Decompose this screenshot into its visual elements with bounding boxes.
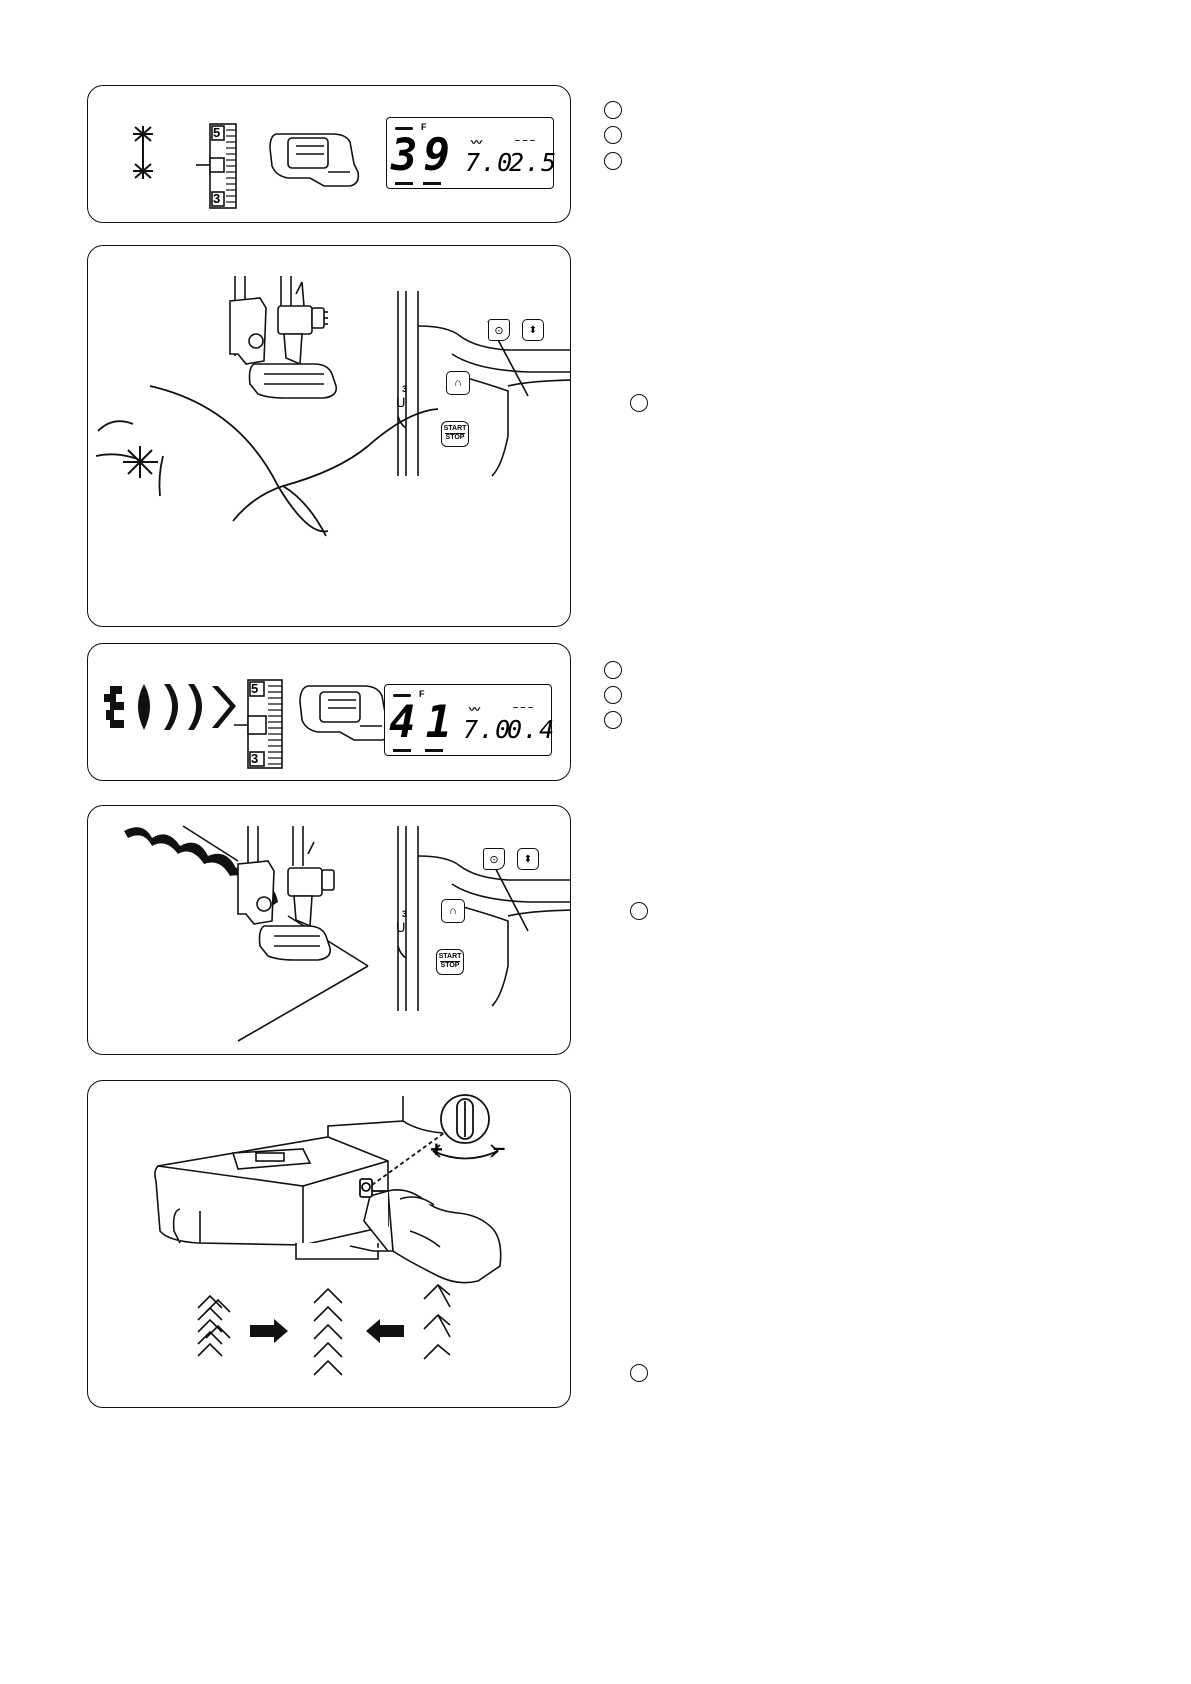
machine-panel-outline: [397, 291, 570, 477]
length-icon: – – –: [515, 135, 536, 145]
callout-circle: [630, 902, 648, 920]
lcd-length-value: 2.5: [509, 148, 558, 177]
panel5-drawing: [154, 1094, 502, 1376]
callout-circle: [604, 126, 622, 144]
sewing-illustration-panel-1: ⊙ ⬍ ∩ START STOP 3 ᑌ: [87, 245, 571, 627]
width-icon: 〰: [471, 137, 482, 149]
plus-sign: +: [430, 1137, 443, 1162]
length-icon: – – –: [513, 702, 534, 712]
satin-stitch-line: [124, 827, 278, 906]
start-label: START: [443, 425, 467, 432]
presser-foot-icon: [299, 685, 392, 741]
tension-max-label: 5: [251, 681, 259, 696]
stitch-settings-panel-41: 5 3 F 41 〰 – – – 7.0 0.4: [87, 643, 571, 781]
feed-balance-panel: + –: [87, 1080, 571, 1408]
presser-foot-icon: [269, 133, 360, 187]
star-stitch-mark: [123, 446, 158, 478]
up-down-arrow-icon: ⬍: [523, 853, 533, 865]
sewing-illustration-panel-2: ⊙ ⬍ ∩ START STOP 3 ᑌ: [87, 805, 571, 1055]
lcd-width-value: 7.0: [463, 715, 512, 744]
callout-circle: [630, 394, 648, 412]
callout-circle: [630, 1364, 648, 1382]
width-icon: 〰: [469, 704, 480, 716]
tension-min-label: 3: [251, 751, 259, 766]
lcd-underline-1: [393, 749, 411, 752]
reverse-button[interactable]: ∩: [446, 371, 470, 395]
reverse-button[interactable]: ∩: [441, 899, 465, 923]
stitch-settings-panel-39: 5 3 F 39 〰 – – – 7.0 2.5: [87, 85, 571, 223]
thread-indicator: [393, 694, 411, 697]
needle-position-button[interactable]: ⊙: [488, 319, 510, 341]
minus-sign: –: [493, 1135, 506, 1160]
u-turn-icon: ᑌ: [396, 920, 406, 935]
lcd-display: F 41 〰 – – – 7.0 0.4: [384, 684, 556, 756]
tension-min-label: 3: [213, 191, 221, 206]
up-down-arrow-icon: ⬍: [528, 324, 538, 336]
stop-label: STOP: [440, 961, 460, 969]
fabric-curves: [95, 385, 439, 537]
start-label: START: [438, 953, 462, 960]
callout-circle: [604, 686, 622, 704]
lcd-underline-2: [425, 749, 443, 752]
start-stop-button[interactable]: START STOP: [441, 421, 469, 447]
presser-foot-assembly-icon: [237, 826, 335, 961]
reverse-icon: ∩: [454, 377, 462, 389]
panel4-drawing: [124, 825, 570, 1042]
lcd-f-label: F: [421, 122, 427, 132]
callout-circle: [604, 152, 622, 170]
stitch-sample-too-open: [423, 1283, 451, 1360]
lcd-pattern-number: 39: [391, 130, 456, 181]
callout-circle: [604, 101, 622, 119]
up-down-button[interactable]: ⬍: [522, 319, 544, 341]
machine-free-arm-icon: [154, 1096, 444, 1260]
feed-balance-dial-icon: [359, 1094, 499, 1198]
thread-indicator: [395, 127, 413, 130]
lcd-display: F 39 〰 – – – 7.0 2.5: [386, 117, 558, 189]
lcd-f-label: F: [419, 689, 425, 699]
panel2-drawing: [95, 276, 570, 537]
u-turn-icon: ᑌ: [396, 395, 406, 410]
needle-position-icon: ⊙: [489, 853, 499, 866]
u-number-label: 3: [402, 909, 408, 919]
reverse-icon: ∩: [449, 905, 457, 917]
lcd-width-value: 7.0: [465, 148, 514, 177]
stitch-sample-balanced: [313, 1287, 343, 1376]
lcd-pattern-number: 41: [389, 697, 462, 748]
lcd-underline-1: [395, 182, 413, 185]
needle-position-button[interactable]: ⊙: [483, 848, 505, 870]
right-arrow-icon: [250, 1319, 288, 1343]
presser-foot-assembly-icon: [229, 276, 338, 399]
up-down-button[interactable]: ⬍: [517, 848, 539, 870]
star-stitch-icon: [133, 126, 153, 179]
hand-icon: [363, 1189, 502, 1284]
stop-label: STOP: [445, 433, 465, 441]
lcd-underline-2: [423, 182, 441, 185]
left-arrow-icon: [366, 1319, 404, 1343]
tension-max-label: 5: [213, 125, 221, 140]
panel1-drawing: [133, 123, 360, 209]
callout-circle: [604, 661, 622, 679]
panel3-drawing: [104, 679, 392, 769]
needle-position-icon: ⊙: [494, 324, 504, 337]
start-stop-button[interactable]: START STOP: [436, 949, 464, 975]
tension-dial-icon: [234, 679, 283, 769]
stitch-sample-too-dense: [197, 1294, 231, 1357]
callout-circle: [604, 711, 622, 729]
lcd-length-value: 0.4: [507, 715, 556, 744]
u-number-label: 3: [402, 384, 408, 394]
satin-stitch-samples-icon: [104, 684, 236, 730]
